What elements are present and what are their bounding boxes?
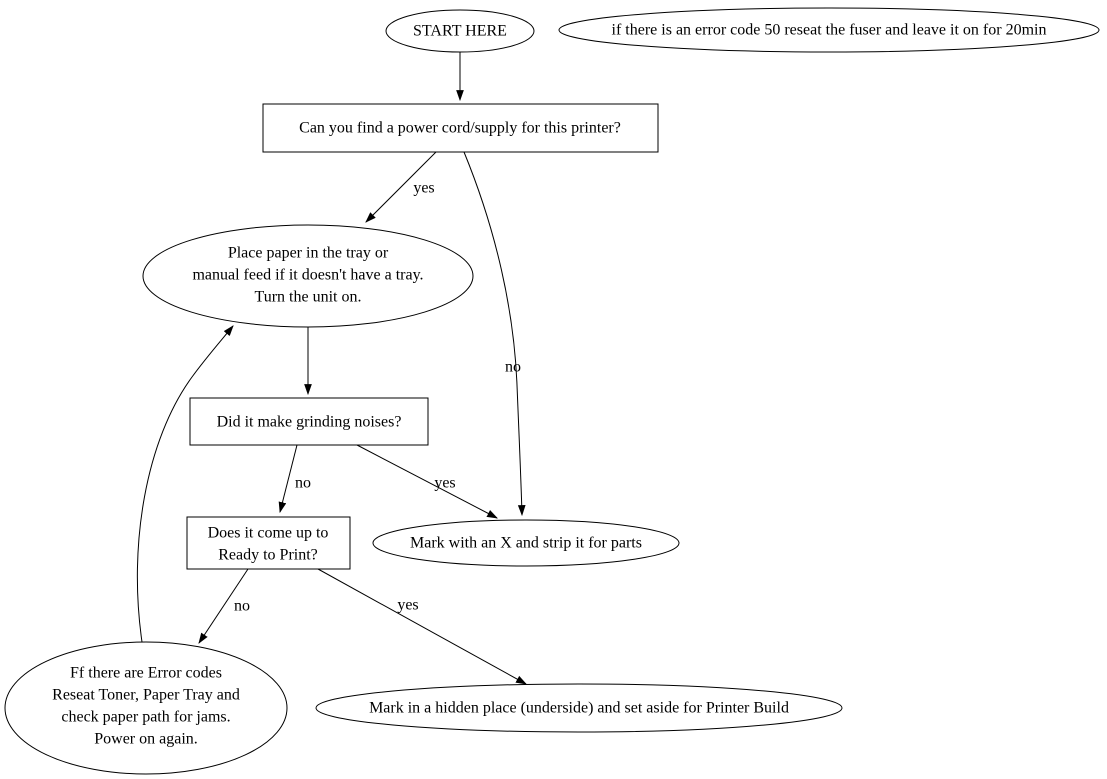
node-strip-parts: Mark with an X and strip it for parts [372, 519, 680, 567]
edge-label-power-yes: yes [413, 180, 434, 197]
error-codes-line-2: Reseat Toner, Paper Tray and [52, 687, 240, 704]
edge-label-grinding-yes: yes [434, 475, 455, 492]
edge-ready-no-to-error-codes [198, 568, 249, 644]
grinding-label: Did it make grinding noises? [217, 414, 402, 431]
error-codes-ellipse [4, 641, 288, 775]
printer-build-ellipse [315, 683, 843, 733]
ready-to-print-line-2: Ready to Print? [218, 547, 318, 564]
node-error-codes: Ff there are Error codes Reseat Toner, P… [4, 641, 288, 775]
fuser-note-label: if there is an error code 50 reseat the … [612, 22, 1047, 39]
power-cord-label: Can you find a power cord/supply for thi… [299, 120, 621, 137]
fuser-note-ellipse [558, 7, 1100, 53]
edge-error-codes-to-place-paper [136, 325, 234, 643]
edge-grinding-no-to-ready [278, 444, 298, 514]
grinding-box [189, 397, 429, 446]
strip-parts-label: Mark with an X and strip it for parts [410, 535, 642, 552]
node-power-cord: Can you find a power cord/supply for thi… [262, 103, 659, 153]
place-paper-line-3: Turn the unit on. [255, 289, 362, 306]
edge-grinding-yes-to-strip-parts [356, 444, 498, 519]
node-start: START HERE [385, 9, 535, 53]
printer-build-label: Mark in a hidden place (underside) and s… [369, 700, 789, 717]
edge-label-grinding-no: no [295, 475, 311, 492]
error-codes-line-4: Power on again. [94, 731, 198, 748]
power-cord-box [262, 103, 659, 153]
edge-label-ready-no: no [234, 598, 250, 615]
node-grinding: Did it make grinding noises? [189, 397, 429, 446]
node-place-paper: Place paper in the tray or manual feed i… [142, 224, 474, 328]
ready-to-print-box [186, 516, 351, 570]
ready-to-print-line-1: Does it come up to [208, 525, 329, 542]
edge-label-ready-yes: yes [397, 597, 418, 614]
node-ready-to-print: Does it come up to Ready to Print? [186, 516, 351, 570]
edge-ready-yes-to-printer-build [317, 568, 527, 685]
strip-parts-ellipse [372, 519, 680, 567]
edge-label-power-no: no [505, 359, 521, 376]
edge-power-no-to-strip-parts [463, 151, 526, 517]
place-paper-line-1: Place paper in the tray or [228, 245, 389, 262]
error-codes-line-1: Ff there are Error codes [70, 665, 222, 682]
start-label: START HERE [413, 23, 507, 40]
place-paper-line-2: manual feed if it doesn't have a tray. [192, 267, 423, 284]
node-printer-build: Mark in a hidden place (underside) and s… [315, 683, 843, 733]
edge-power-yes-to-place-paper [365, 151, 437, 223]
node-fuser-note: if there is an error code 50 reseat the … [558, 7, 1100, 53]
error-codes-line-3: check paper path for jams. [61, 709, 230, 726]
